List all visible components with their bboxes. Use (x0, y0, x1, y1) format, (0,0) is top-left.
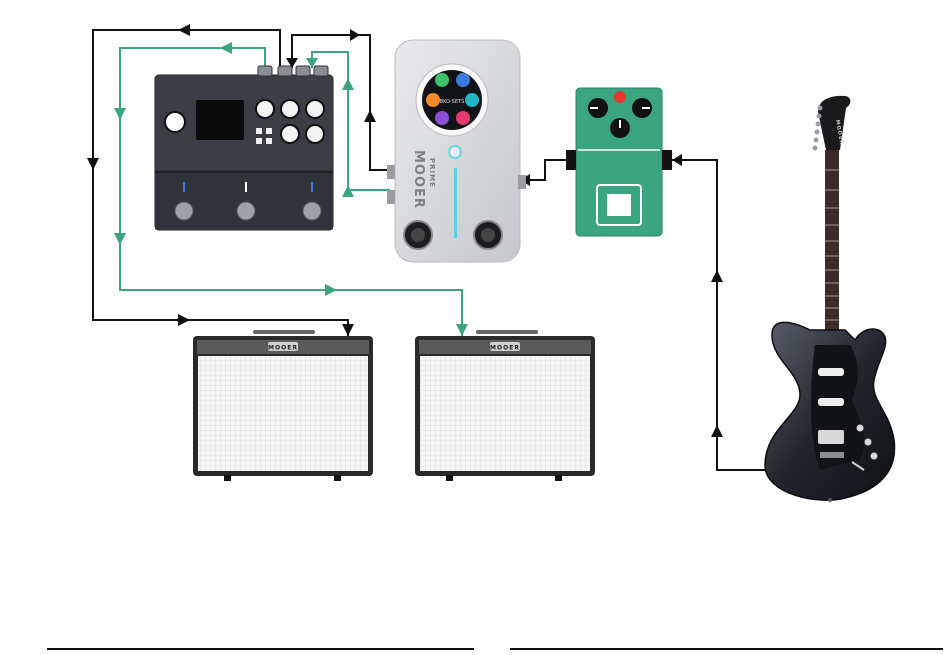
prime-model: PRIME (428, 158, 436, 188)
guitar-bridge (820, 452, 844, 458)
green-stomp-pedal (566, 88, 672, 236)
stomp-led (614, 91, 626, 103)
prime-light-strip (454, 168, 457, 238)
arrow-green (325, 284, 337, 296)
multi-fx-power-knob-icon (165, 112, 185, 132)
amp-right-brand: MOOER (490, 345, 520, 352)
prime-side-jack-left (387, 165, 395, 179)
stomp-input-jack (566, 150, 576, 170)
preset-icon (456, 111, 470, 125)
arrow-green (220, 42, 232, 54)
amp-left-brand: MOOER (268, 345, 298, 352)
arrow-black (364, 110, 376, 122)
effect-icon (435, 111, 449, 125)
drum-icon (465, 93, 479, 107)
arrow-green (114, 108, 126, 120)
prime-side-jack-left-2 (387, 190, 395, 204)
electric-guitar: MOOER (765, 96, 895, 502)
stomp-output-jack (662, 150, 672, 170)
multi-fx-display (196, 100, 244, 140)
stomp-footswitch (607, 194, 631, 216)
tuner-icon (435, 73, 449, 87)
arrow-black (672, 154, 682, 166)
prime-small-knob-icon (449, 146, 461, 158)
amp-icon (426, 93, 440, 107)
multi-effects-processor (155, 66, 333, 230)
guitar-neck (825, 150, 839, 330)
guitar-headstock (818, 96, 850, 150)
arrow-green (114, 233, 126, 245)
arrow-black (178, 314, 190, 326)
guitar-output-jack (828, 498, 832, 502)
amp-right: MOOER (415, 330, 595, 481)
amp-left: MOOER (193, 330, 373, 481)
bluetooth-icon (456, 73, 470, 87)
arrow-green (456, 324, 468, 336)
arrow-green (342, 78, 354, 90)
prime-brand-vertical: MOOER (411, 150, 426, 209)
arrow-black (87, 158, 99, 170)
arrow-black (711, 270, 723, 282)
prime-pedal: BKO SETS MOOER PRIME (387, 40, 526, 262)
arrow-black (711, 425, 723, 437)
wire-guitar-to-stomp (672, 160, 770, 470)
arrow-black (350, 29, 360, 41)
arrow-black (178, 24, 190, 36)
prime-center-label: BKO SETS (440, 99, 465, 105)
amp-left-grille (198, 356, 368, 471)
prime-side-jack-right (518, 175, 526, 189)
arrow-black (342, 324, 354, 336)
amp-right-grille (420, 356, 590, 471)
